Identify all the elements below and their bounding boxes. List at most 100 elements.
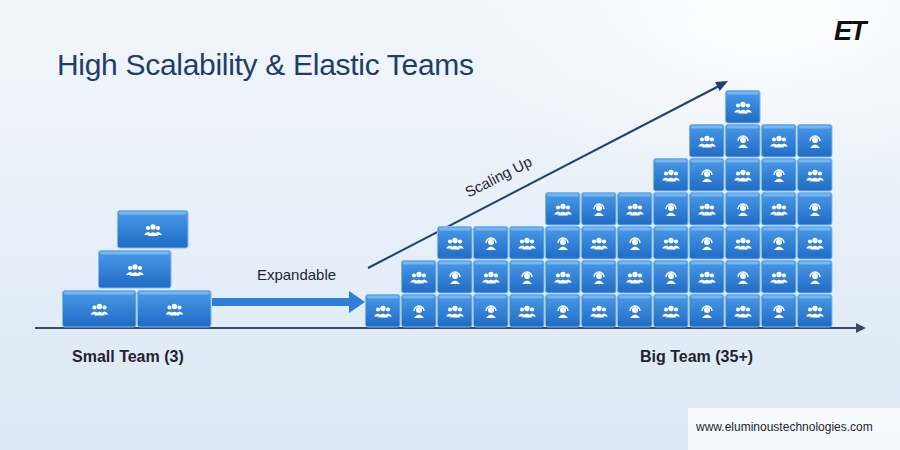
team-block [402,295,437,328]
agent-head [416,307,422,313]
person-head [628,205,632,209]
agent-head [668,273,674,279]
agent-body [594,281,604,285]
team-block [546,227,581,260]
person-head [448,307,452,311]
team-block [618,261,653,294]
team-block [654,159,689,192]
person-head [524,238,529,243]
team-block [762,159,797,192]
headset [702,238,712,243]
person-head [452,238,457,243]
block-face [762,193,797,226]
block-face [690,261,725,294]
team-block [690,193,725,226]
person-head [710,205,714,209]
block-face [618,227,653,260]
agent-body [702,179,712,183]
person-head [448,239,452,243]
person-body [774,280,784,284]
block-highlight [727,296,759,299]
block-highlight [691,126,723,129]
person-head [700,205,704,209]
team-block [762,261,797,294]
block-face [366,295,401,328]
headset [810,136,820,141]
block-highlight [691,262,723,265]
block-highlight [763,262,795,265]
person-head [776,204,781,209]
block-highlight [727,160,759,163]
expand-arrow [212,291,365,313]
headset [486,306,496,311]
block-highlight [511,262,543,265]
agent-head [596,205,602,211]
block-highlight [511,228,543,231]
block-face [474,295,509,328]
agent-body [594,213,604,217]
team-block [762,193,797,226]
block-face [798,159,833,192]
agent-body [810,281,820,285]
person-head [776,136,781,141]
person-head [494,273,498,277]
block-highlight [799,160,831,163]
block-highlight [439,262,471,265]
block-face [654,295,689,328]
person-head [484,273,488,277]
block-highlight [583,262,615,265]
team-block [762,227,797,260]
agent-head [740,273,746,279]
person-head [772,205,776,209]
block-face [546,227,581,260]
person-head [596,306,601,311]
person-body [666,246,676,250]
person-body [130,272,140,276]
agent-body [414,315,424,319]
headset [666,204,676,209]
person-head [416,272,421,277]
headset [594,204,604,209]
block-highlight [727,194,759,197]
arrow-head [349,291,365,313]
team-block [546,295,581,328]
person-head [668,306,673,311]
person-head [97,304,102,309]
title: High Scalability & Elastic Teams [57,48,474,82]
block-face [690,159,725,192]
person-head [560,272,565,277]
block-highlight [691,228,723,231]
person-head [592,239,596,243]
block-face [690,193,725,226]
team-block [798,295,833,328]
person-body [738,314,748,318]
agent-body [666,281,676,285]
agent-head [560,307,566,313]
block-face [798,227,833,260]
team-block [618,295,653,328]
agent-body [774,315,784,319]
team-block [510,227,545,260]
block-highlight [799,228,831,231]
block-highlight [403,296,435,299]
person-head [172,304,177,309]
agent-head [632,307,638,313]
block-highlight [583,194,615,197]
person-head [812,170,817,175]
team-block [798,159,833,192]
person-head [736,103,740,107]
block-highlight [139,292,210,295]
agent-head [740,205,746,211]
person-body [414,280,424,284]
person-head [808,307,812,311]
agent-head [668,205,674,211]
block-highlight [655,160,687,163]
person-head [710,137,714,141]
block-highlight [100,252,170,255]
block-highlight [64,292,135,295]
block-highlight [619,262,651,265]
person-body [774,144,784,148]
person-head [736,171,740,175]
person-head [736,239,740,243]
person-head [560,204,565,209]
